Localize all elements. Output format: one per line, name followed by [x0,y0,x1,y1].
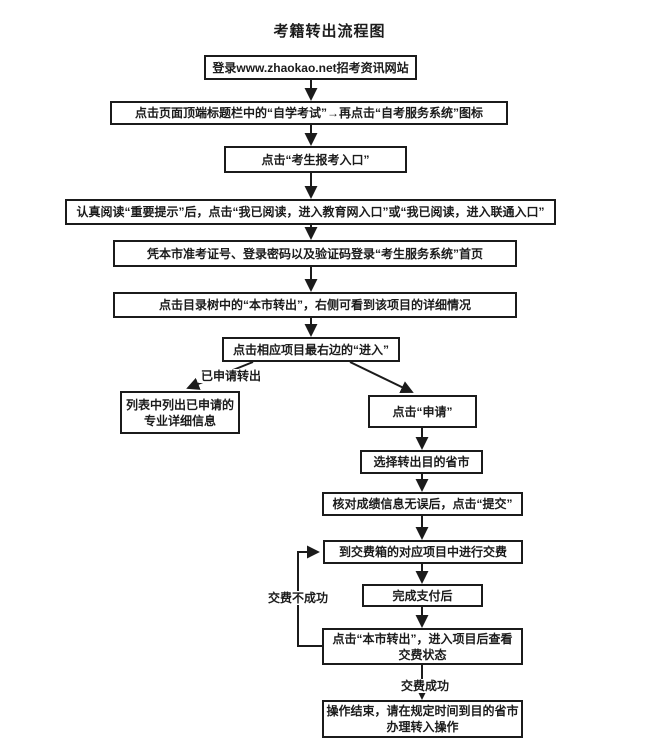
flow-node-nav-click: 点击页面顶端标题栏中的“自学考试”→再点击“自考服务系统”图标 [110,101,508,125]
flow-node-login: 登录www.zhaokao.net招考资讯网站 [204,55,417,80]
flow-node-payment-done: 完成支付后 [362,584,483,607]
flow-node-verify-submit: 核对成绩信息无误后，点击“提交” [322,492,523,516]
edge-label-pay-failed: 交费不成功 [266,591,331,605]
edge-label-already-applied: 已申请转出 [199,369,264,383]
page-title: 考籍转出流程图 [273,23,386,40]
flow-node-click-apply: 点击“申请” [368,395,477,428]
flow-node-check-status-line2: 交费状态 [398,647,447,662]
flow-node-directory-tree: 点击目录树中的“本市转出”，右侧可看到该项目的详细情况 [113,292,517,318]
flow-node-click-enter: 点击相应项目最右边的“进入” [222,337,400,362]
flow-node-check-status-line1: 点击“本市转出”，进入项目后查看 [332,631,513,646]
flow-node-finish-line1: 操作结束，请在规定时间到目的省市 [326,704,519,718]
edge-label-pay-success: 交费成功 [399,679,452,693]
flow-node-check-status: 点击“本市转出”，进入项目后查看 交费状态 [322,628,523,665]
flow-node-login-service: 凭本市准考证号、登录密码以及验证码登录“考生服务系统”首页 [113,240,517,267]
flow-node-applied-list-line2: 专业详细信息 [143,413,216,428]
flow-node-select-destination: 选择转出目的省市 [360,450,483,474]
flow-node-read-notice: 认真阅读“重要提示”后，点击“我已阅读，进入教育网入口”或“我已阅读，进入联通入… [65,199,556,225]
flow-node-finish: 操作结束，请在规定时间到目的省市 办理转入操作 [322,700,523,738]
flow-node-pay-fee: 到交费箱的对应项目中进行交费 [323,540,523,564]
flow-node-candidate-entry: 点击“考生报考入口” [224,146,407,173]
flow-node-applied-list: 列表中列出已申请的 专业详细信息 [120,391,240,434]
flow-node-applied-list-line1: 列表中列出已申请的 [125,397,234,412]
arrow-enter-to-apply [349,361,414,394]
flow-node-finish-line2: 办理转入操作 [386,720,459,734]
